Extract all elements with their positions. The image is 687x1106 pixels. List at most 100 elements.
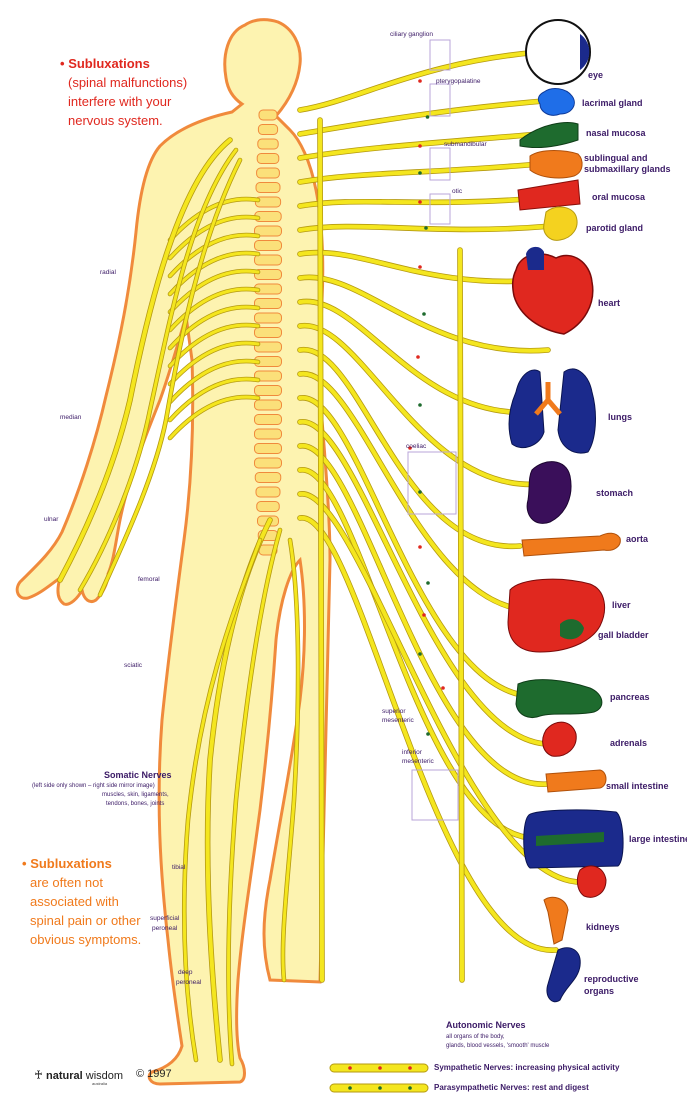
- eye-illustration: [525, 19, 591, 85]
- subluxations-heading-bottom: • Subluxations: [22, 854, 112, 873]
- nerve-dot: [418, 79, 422, 83]
- vertebra: [254, 298, 282, 309]
- label-radial: radial: [100, 269, 116, 276]
- owl-icon: ♰: [34, 1068, 43, 1082]
- subluxations-heading-top: • Subluxations: [60, 54, 150, 73]
- legend-sympathetic: Sympathetic Nerves: increasing physical …: [434, 1063, 620, 1072]
- note-top-line-1: (spinal malfunctions): [68, 75, 188, 90]
- sublingual-gland-illustration: [529, 150, 583, 179]
- brand-name-bold: natural: [46, 1070, 83, 1082]
- label-superior: superior: [382, 708, 406, 715]
- vertebra: [255, 486, 281, 498]
- kidneys-illustration: [576, 865, 607, 898]
- nerve-network: [57, 49, 589, 1067]
- organ-label-parotid-gland: parotid gland: [586, 223, 643, 233]
- nerve: [168, 269, 260, 314]
- legend-bars: [329, 1063, 429, 1093]
- label-median: median: [60, 414, 82, 421]
- nerve-dot: [422, 613, 426, 617]
- note-bottom-line-4: obvious symptoms.: [30, 932, 142, 947]
- somatic-line-1: (left side only shown – right side mirro…: [32, 783, 155, 789]
- nerve: [298, 419, 558, 747]
- label-sciatic: sciatic: [124, 662, 143, 669]
- vertebra: [254, 327, 282, 338]
- brand-logo: ♰ natural wisdom: [34, 1068, 123, 1082]
- nerve: [168, 305, 260, 350]
- organ-label-eye: eye: [588, 70, 604, 80]
- heading-text: Subluxations: [30, 856, 112, 871]
- parotid-gland-illustration: [543, 206, 578, 241]
- nerve-dot: [424, 226, 428, 230]
- nerve: [298, 323, 542, 487]
- label-coeliac: coeliac: [406, 443, 427, 450]
- label-ulnar: ulnar: [44, 516, 59, 523]
- organ-label-kidneys: kidneys: [586, 922, 620, 932]
- organ-label-small-intestine: small intestine: [606, 781, 669, 791]
- aorta-illustration: [521, 532, 621, 557]
- nerve-dot: [426, 732, 430, 736]
- vertebra: [254, 196, 282, 208]
- copyright: © 1997: [136, 1068, 172, 1080]
- organ-label-large-intestine: large intestine: [629, 834, 687, 844]
- legend-title: Autonomic Nerves: [446, 1020, 526, 1030]
- nerve: [78, 148, 238, 592]
- adrenals-illustration: [542, 721, 577, 757]
- heading-text: Subluxations: [68, 56, 150, 71]
- nerve-dot: [418, 265, 422, 269]
- nerve: [168, 377, 260, 422]
- oral-mucosa-illustration: [517, 179, 581, 211]
- label-superior-mesenteric: mesenteric: [382, 717, 414, 724]
- spinal-column: [254, 109, 282, 556]
- label-deep-peroneal: peroneal: [176, 979, 202, 986]
- bullet: •: [22, 856, 27, 871]
- note-top-line-2: interfere with your: [68, 94, 172, 109]
- nerve: [168, 341, 260, 386]
- nerve-dot: [418, 545, 422, 549]
- nerve-dot: [418, 652, 422, 656]
- nerve-dot: [422, 312, 426, 316]
- organ-label-organs: organs: [584, 986, 615, 996]
- label-pterygopalatine: pterygopalatine: [436, 78, 481, 85]
- vertebra: [256, 501, 280, 512]
- organ-label-stomach: stomach: [596, 488, 634, 498]
- vertebra: [254, 399, 282, 411]
- vertebra: [254, 312, 282, 324]
- vertebra: [256, 153, 280, 164]
- label-ciliary-ganglion: ciliary ganglion: [390, 31, 433, 38]
- brand-sub: australia: [92, 1081, 108, 1086]
- somatic-nerves-title: Somatic Nerves: [104, 770, 172, 780]
- nerve: [58, 138, 232, 582]
- nerve-dot: [416, 355, 420, 359]
- nerve: [298, 50, 542, 112]
- somatic-line-2: muscles, skin, ligaments,: [102, 792, 169, 798]
- label-submandibular: submandibular: [444, 141, 487, 148]
- nasal-mucosa-illustration: [519, 122, 579, 149]
- organ-label-lungs: lungs: [608, 412, 632, 422]
- organ-label-submaxillary: submaxillary glands: [584, 164, 671, 174]
- organ-label-heart: heart: [598, 298, 621, 308]
- nerve: [168, 395, 260, 440]
- organ-label-sublingual: sublingual and: [584, 153, 648, 163]
- organ-label-aorta: aorta: [626, 534, 649, 544]
- vertebra: [254, 457, 282, 469]
- vertebra: [254, 370, 282, 382]
- vertebra: [254, 225, 282, 237]
- label-femoral: femoral: [138, 576, 160, 583]
- nerve: [281, 538, 300, 982]
- organ-label-oral-mucosa: oral mucosa: [592, 192, 646, 202]
- nerve-dot: [441, 686, 445, 690]
- brand-name-rest: wisdom: [85, 1070, 124, 1082]
- lacrimal-gland-illustration: [537, 88, 575, 116]
- vertebra: [254, 341, 282, 353]
- vertebra: [254, 428, 282, 440]
- nerve: [298, 347, 522, 549]
- vertebra: [254, 472, 282, 483]
- label-tibial: tibial: [172, 864, 186, 871]
- legend-parasympathetic: Parasympathetic Nerves: rest and digest: [434, 1083, 589, 1092]
- note-bottom-line-1: are often not: [30, 875, 103, 890]
- nerve: [298, 395, 542, 699]
- nerve: [298, 443, 550, 787]
- label-inferior-mesenteric: mesenteric: [402, 758, 434, 765]
- nerve-dot: [418, 200, 422, 204]
